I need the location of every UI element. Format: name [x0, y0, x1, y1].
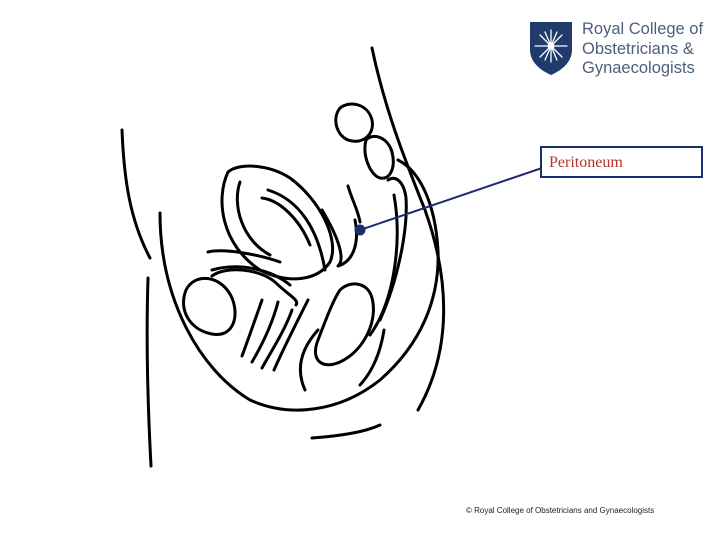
lower-rectum — [358, 328, 386, 387]
thigh-outline — [145, 276, 153, 468]
rectum-wall — [368, 193, 399, 337]
sacral-segment-lower — [378, 176, 408, 322]
sacral-segment-middle — [363, 135, 395, 180]
urethra — [240, 298, 264, 358]
uterus-inner — [235, 180, 272, 257]
buttock-lower-outline — [310, 423, 382, 440]
uterus-outer — [220, 164, 335, 281]
uterine-cavity — [260, 196, 312, 247]
logo-line-2: Obstetricians & — [582, 39, 694, 58]
rcog-shield-icon — [530, 22, 572, 75]
perineal-body — [272, 298, 310, 372]
vesicouterine-fold — [206, 249, 282, 264]
pelvic-floor-contour — [158, 158, 440, 412]
rectovaginal-septum — [298, 328, 320, 392]
callout-label: Peritoneum — [549, 154, 623, 171]
posterior-wall — [370, 46, 446, 412]
callout-pointer-line — [359, 167, 543, 231]
pubic-bone — [210, 268, 299, 307]
peritoneal-reflection — [346, 184, 362, 224]
sacral-segment-upper — [334, 102, 374, 143]
vesicouterine-fold-lower — [210, 265, 292, 287]
bladder — [182, 276, 237, 336]
anterior-abdominal-wall — [120, 128, 152, 260]
callout-pointer-dot — [354, 224, 366, 236]
logo-line-3: Gynaecologists — [582, 59, 695, 77]
vagina-anterior — [250, 300, 280, 364]
rcog-logo: Royal College of Obstetricians & Gynaeco… — [528, 20, 708, 80]
pouch-of-douglas — [320, 208, 358, 268]
rcog-logo-wordmark: Royal College of Obstetricians & Gynaeco… — [582, 20, 703, 79]
broad-ligament — [266, 188, 327, 272]
vagina-posterior — [260, 308, 294, 370]
anal-canal — [314, 282, 375, 367]
callout-label-box: Peritoneum — [540, 146, 703, 178]
copyright-footer: © Royal College of Obstetricians and Gyn… — [466, 506, 655, 515]
logo-line-1: Royal College of — [582, 20, 704, 38]
